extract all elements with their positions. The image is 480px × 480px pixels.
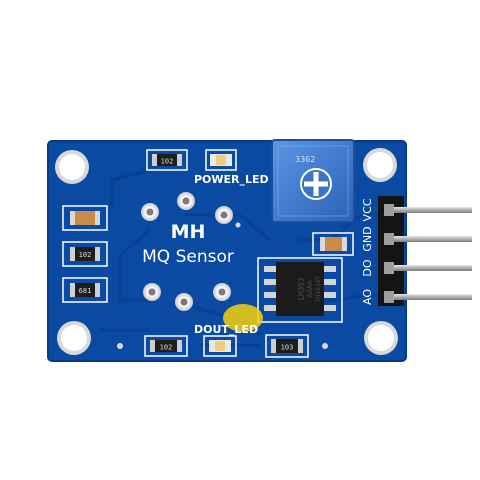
mounting-hole-top-right (363, 148, 397, 182)
dout-led-label: DOUT_LED (194, 323, 258, 336)
brand-label: MH (171, 221, 206, 243)
resistor-code: 103 (281, 344, 294, 352)
pin-header (378, 196, 472, 306)
potentiometer-marking: 3362 (295, 155, 315, 164)
mounting-hole-bottom-right (364, 321, 398, 355)
ic-marking-line2: AAAA (306, 280, 314, 298)
power-led (205, 149, 237, 171)
resistor-code: 102 (79, 251, 92, 259)
mounting-hole-bottom-left (57, 321, 91, 355)
capacitor-near-header (312, 232, 354, 256)
resistor-code: 102 (161, 158, 174, 166)
pin-label-ao: AO (361, 289, 374, 305)
vias (117, 222, 328, 349)
dout-led-glow (223, 304, 263, 332)
resistor-left-bottom: 681 (62, 277, 108, 303)
resistor-left-top (62, 205, 108, 231)
mounting-hole-top-left (55, 150, 89, 184)
resistor-top-center: 102 (146, 149, 188, 171)
ic-marking-line3: TH1610T (314, 275, 322, 302)
resistor-bottom-right: 103 (265, 334, 309, 358)
resistor-code: 102 (160, 344, 173, 352)
sensor-solder-pads (141, 192, 233, 311)
ic-marking-line1: LM393 (297, 278, 306, 301)
resistor-code: 681 (79, 287, 92, 295)
pin-label-vcc: VCC (361, 198, 374, 221)
power-led-label: POWER_LED (194, 173, 269, 186)
pin-label-gnd: GND (361, 226, 374, 251)
potentiometer: 3362 (271, 139, 355, 223)
model-label: MQ Sensor (142, 247, 234, 267)
resistor-bottom-center: 102 (144, 335, 188, 357)
pin-label-do: DO (361, 259, 374, 276)
dout-led (203, 335, 237, 357)
lm393-ic: LM393 AAAA TH1610T (257, 257, 343, 323)
resistor-left-middle: 102 (62, 241, 108, 267)
